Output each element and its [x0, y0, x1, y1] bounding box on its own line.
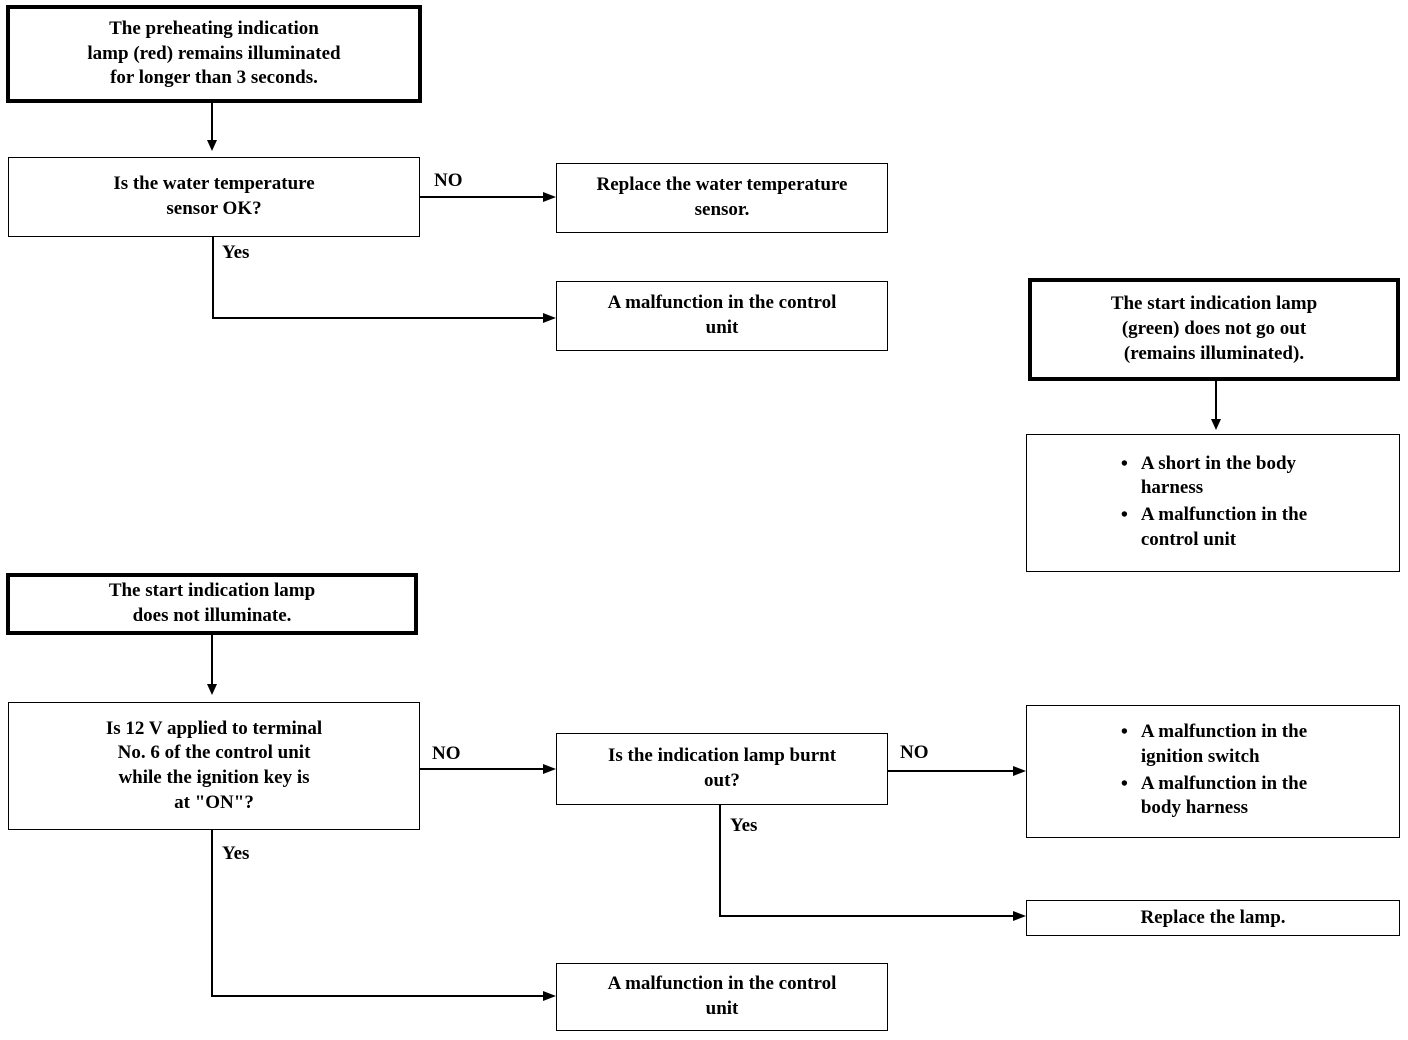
edge-label-preheating-no: NO — [434, 170, 463, 191]
connector-startlamp-start-to-decision1 — [211, 635, 213, 688]
bullet-list-green-lamp: A short in the body harness A malfunctio… — [1119, 451, 1307, 553]
start-node-green-lamp-stays-on: The start indication lamp (green) does n… — [1028, 278, 1400, 381]
arrowhead-right-preheating-no — [543, 192, 556, 202]
list-item: A malfunction in the control unit — [1119, 502, 1307, 552]
connector-preheating-yes-vertical — [212, 237, 214, 319]
connector-preheating-no — [420, 196, 552, 198]
decision-node-water-temp-sensor: Is the water temperature sensor OK? — [8, 157, 420, 237]
connector-decision1-no — [420, 768, 552, 770]
arrowhead-down-green-lamp-result — [1211, 419, 1221, 430]
edge-label-decision1-no: NO — [432, 743, 461, 764]
arrowhead-right-decision2-yes — [1013, 911, 1026, 921]
result-node-control-unit-malfunction-lower: A malfunction in the control unit — [556, 963, 888, 1031]
list-item: A malfunction in the body harness — [1119, 770, 1307, 821]
result-node-replace-the-lamp: Replace the lamp. — [1026, 900, 1400, 936]
list-item: A short in the body harness — [1119, 451, 1307, 501]
edge-label-decision1-yes: Yes — [222, 843, 250, 864]
arrowhead-right-preheating-yes — [543, 313, 556, 323]
arrowhead-down-preheating-decision — [207, 140, 217, 151]
result-node-control-unit-malfunction-upper: A malfunction in the control unit — [556, 281, 888, 351]
bullet-wrap-green-lamp: A short in the body harness A malfunctio… — [1035, 451, 1391, 555]
bullet-wrap-ignition-harness: A malfunction in the ignition switch A m… — [1035, 719, 1391, 823]
arrowhead-right-decision1-yes — [543, 991, 556, 1001]
arrowhead-right-decision1-no — [543, 764, 556, 774]
connector-preheating-start-to-decision — [211, 103, 213, 143]
connector-preheating-yes-horizontal — [212, 317, 552, 319]
edge-label-decision2-yes: Yes — [730, 815, 758, 836]
connector-decision1-yes-vertical — [211, 830, 213, 997]
start-node-preheating-lamp: The preheating indication lamp (red) rem… — [6, 5, 422, 103]
result-node-green-lamp-causes: A short in the body harness A malfunctio… — [1026, 434, 1400, 572]
decision-node-lamp-burnt-out: Is the indication lamp burnt out? — [556, 733, 888, 805]
arrowhead-right-decision2-no — [1013, 766, 1026, 776]
connector-decision1-yes-horizontal — [211, 995, 552, 997]
start-node-start-lamp-off: The start indication lamp does not illum… — [6, 573, 418, 635]
edge-label-preheating-yes: Yes — [222, 242, 250, 263]
decision-node-12v-terminal-6: Is 12 V applied to terminal No. 6 of the… — [8, 702, 420, 830]
connector-green-lamp-to-result — [1215, 381, 1217, 423]
bullet-list-ignition-harness: A malfunction in the ignition switch A m… — [1119, 719, 1307, 821]
result-node-ignition-harness-causes: A malfunction in the ignition switch A m… — [1026, 705, 1400, 838]
connector-decision2-yes-horizontal — [719, 915, 1022, 917]
list-item: A malfunction in the ignition switch — [1119, 719, 1307, 769]
edge-label-decision2-no: NO — [900, 742, 929, 763]
connector-decision2-no — [888, 770, 1022, 772]
result-node-replace-water-temp-sensor: Replace the water temperature sensor. — [556, 163, 888, 233]
connector-decision2-yes-vertical — [719, 805, 721, 917]
arrowhead-down-decision1 — [207, 684, 217, 695]
